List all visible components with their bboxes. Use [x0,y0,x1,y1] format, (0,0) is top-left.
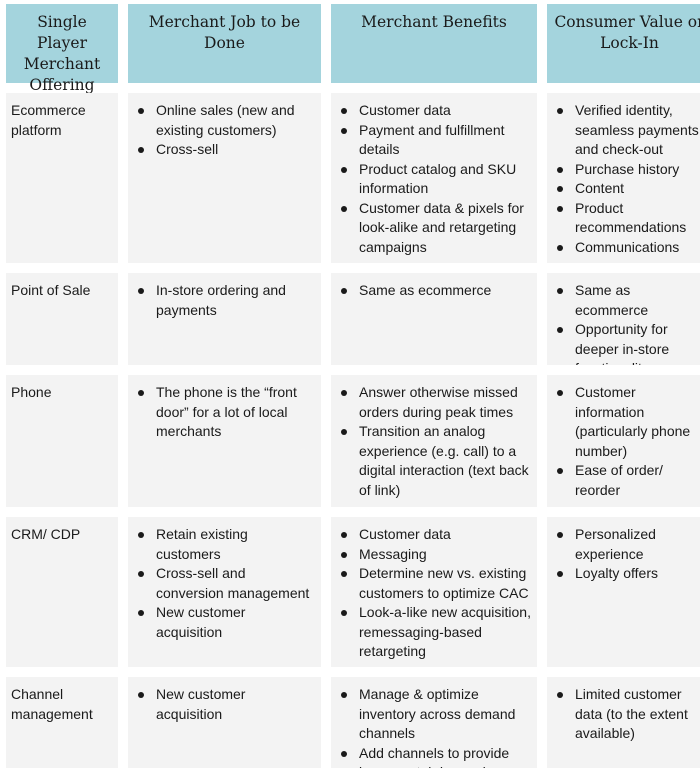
bullet-item: Retain existing customers [133,525,315,564]
bullet-item: In-store ordering and payments [133,281,315,320]
offering-cell: Channel management [6,677,118,768]
bullet-item: Verified identity, seamless payments and… [552,101,700,160]
header-consumer-value: Consumer Value or Lock-In [547,4,700,83]
offering-label: CRM/ CDP [11,526,81,542]
bullet-item: Same as ecommerce [336,281,531,301]
bullet-item: New customer acquisition [133,603,315,642]
bullet-item: Answer otherwise missed orders during pe… [336,383,531,422]
bullet-item: Look-a-like new acquisition, remessaging… [336,603,531,662]
bullet-item: Content [552,179,700,199]
header-offering: Single Player Merchant Offering [6,4,118,94]
bullet-item: Limited customer data (to the extent ava… [552,685,700,744]
benefits-cell: Same as ecommerce [331,273,537,365]
bullet-item: Communications [552,238,700,258]
bullet-item: Same as ecommerce [552,281,700,320]
bullet-item: Manage & optimize inventory across deman… [336,685,531,744]
bullet-item: Cross-sell [133,140,315,160]
offering-label: Point of Sale [11,282,91,298]
bullet-item: Loyalty offers [552,564,700,584]
bullet-list: In-store ordering and payments [133,281,315,320]
offering-label: Channel management [11,686,93,722]
bullet-list: Same as ecommerce [336,281,531,301]
bullet-item: Product recommendations [552,199,700,238]
bullet-item: Purchase history [552,160,700,180]
bullet-item: Opportunity for deeper in-store function… [552,320,700,365]
jobs-cell: Online sales (new and existing customers… [128,93,321,263]
offering-label: Ecommerce platform [11,102,86,138]
bullet-item: Messaging [336,545,531,565]
offering-cell: CRM/ CDP [6,517,118,667]
bullet-item: Customer data [336,101,531,121]
header-merchant-benefits: Merchant Benefits [331,4,537,83]
bullet-list: Limited customer data (to the extent ava… [552,685,700,744]
consumer-value-cell: Verified identity, seamless payments and… [547,93,700,263]
offering-label: Phone [11,384,52,400]
bullet-item: The phone is the “front door” for a lot … [133,383,315,442]
bullet-list: The phone is the “front door” for a lot … [133,383,315,442]
bullet-item: Cross-sell and conversion management [133,564,315,603]
bullet-list: New customer acquisition [133,685,315,724]
bullet-list: Answer otherwise missed orders during pe… [336,383,531,500]
benefits-cell: Manage & optimize inventory across deman… [331,677,537,768]
bullet-item: Determine new vs. existing customers to … [336,564,531,603]
jobs-cell: New customer acquisition [128,677,321,768]
bullet-item: Transition an analog experience (e.g. ca… [336,422,531,500]
bullet-item: Customer information (particularly phone… [552,383,700,461]
jobs-cell: The phone is the “front door” for a lot … [128,375,321,507]
offering-cell: Point of Sale [6,273,118,365]
bullet-item: Customer data [336,525,531,545]
bullet-list: Customer information (particularly phone… [552,383,700,500]
offering-cell: Phone [6,375,118,507]
bullet-list: Verified identity, seamless payments and… [552,101,700,257]
consumer-value-cell: Customer information (particularly phone… [547,375,700,507]
bullet-list: Online sales (new and existing customers… [133,101,315,160]
bullet-item: Add channels to provide incremental dema… [336,744,531,768]
bullet-item: Personalized experience [552,525,700,564]
header-job-to-be-done: Merchant Job to be Done [128,4,321,83]
bullet-item: Customer data & pixels for look-alike an… [336,199,531,258]
bullet-item: New customer acquisition [133,685,315,724]
bullet-list: Manage & optimize inventory across deman… [336,685,531,768]
bullet-item: Payment and fulfillment details [336,121,531,160]
offering-cell: Ecommerce platform [6,93,118,263]
consumer-value-cell: Limited customer data (to the extent ava… [547,677,700,768]
benefits-cell: Answer otherwise missed orders during pe… [331,375,537,507]
bullet-item: Ease of order/ reorder [552,461,700,500]
jobs-cell: In-store ordering and payments [128,273,321,365]
bullet-item: Product catalog and SKU information [336,160,531,199]
bullet-item: Online sales (new and existing customers… [133,101,315,140]
